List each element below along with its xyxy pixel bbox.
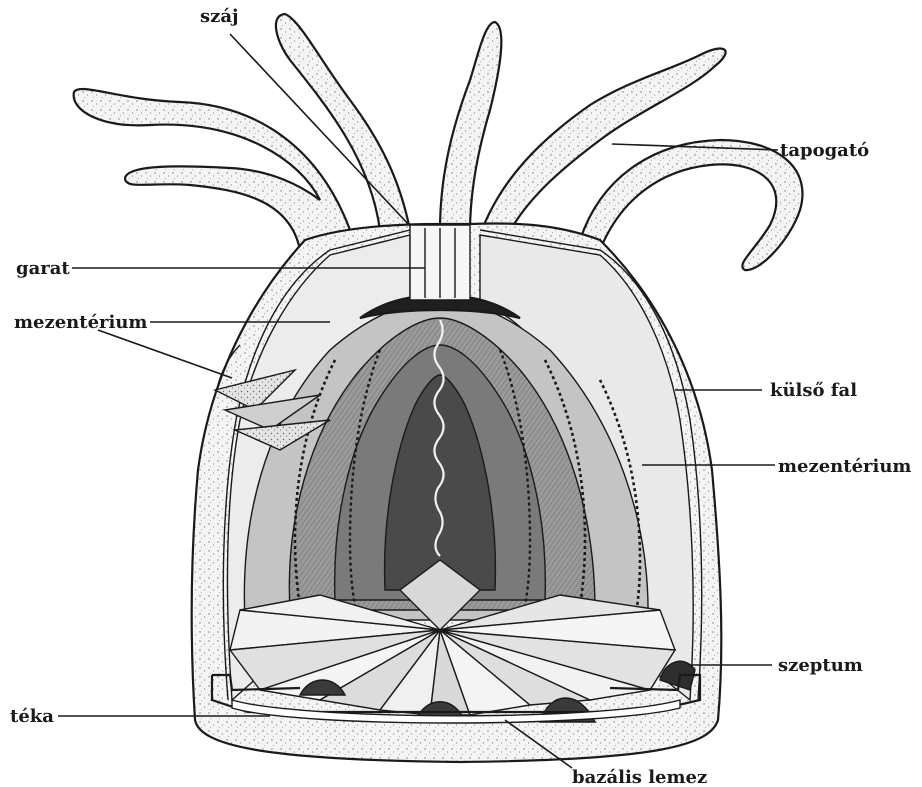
label-teka: téka (10, 706, 54, 727)
tentacle-right (580, 140, 802, 270)
tentacle-center (440, 22, 501, 232)
leader-mezenterium-left-b (98, 330, 232, 378)
label-garat: garat (16, 258, 70, 279)
label-szaj: száj (200, 6, 239, 27)
label-tapogato: tapogató (780, 140, 869, 161)
tentacle-left (74, 89, 350, 250)
label-szeptum: szeptum (778, 655, 863, 676)
label-bazalis-lemez: bazális lemez (572, 767, 707, 787)
label-mezenterium-left: mezentérium (14, 312, 147, 333)
label-kulso-fal: külső fal (770, 380, 857, 401)
label-mezenterium-right: mezentérium (778, 456, 911, 477)
